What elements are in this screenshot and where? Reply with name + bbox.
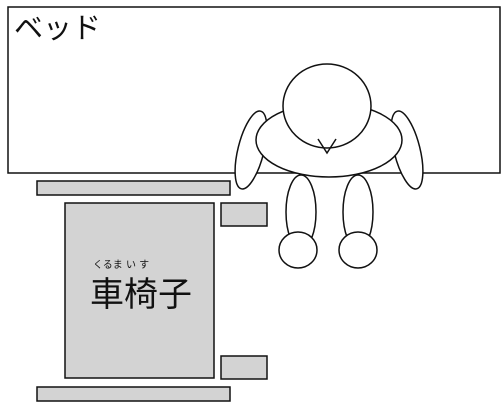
left-foot: [278, 231, 318, 269]
wheelchair-armrest-top: [220, 202, 268, 227]
bed-label: ベッド: [14, 11, 101, 45]
wheelchair-seat: [64, 202, 215, 379]
wheelchair-bottom-bar: [36, 386, 231, 402]
wheelchair: くるま い す 車椅子: [36, 180, 268, 402]
wheelchair-label: 車椅子: [90, 275, 192, 315]
right-foot: [338, 231, 378, 269]
wheelchair-ruby: くるま い す: [93, 259, 149, 271]
wheelchair-top-bar: [36, 180, 231, 196]
chin-mark: [317, 138, 337, 155]
head: [282, 63, 372, 149]
wheelchair-armrest-bottom: [220, 355, 268, 380]
person: [234, 63, 424, 269]
